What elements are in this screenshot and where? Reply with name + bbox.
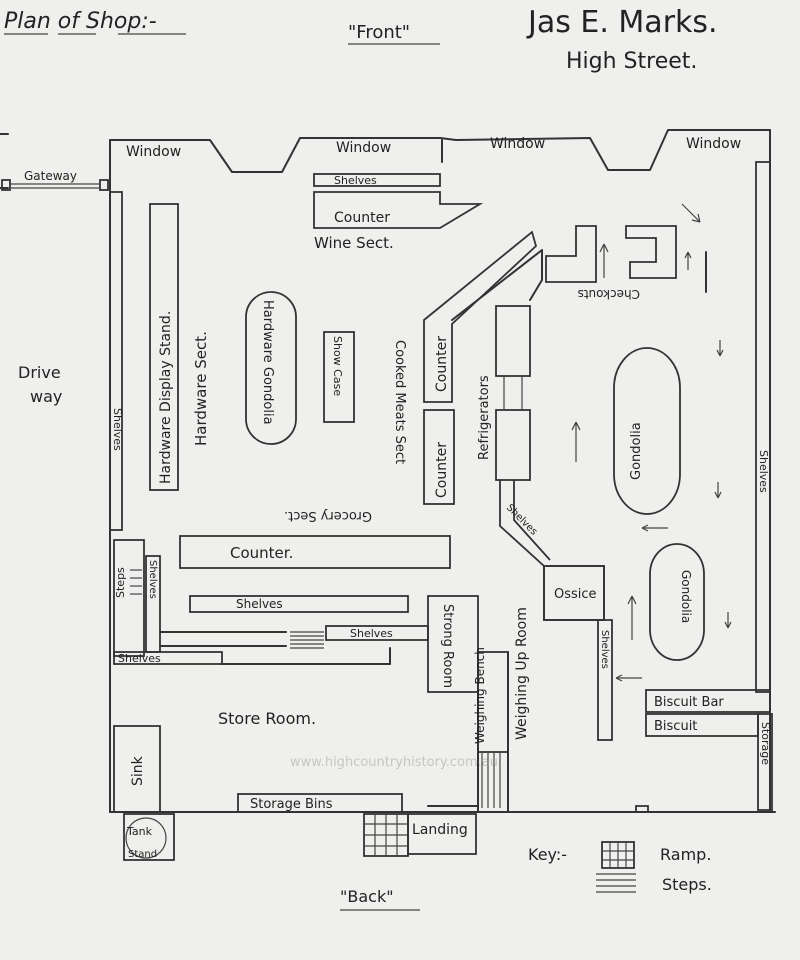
main-counter — [179, 535, 451, 569]
grocery-sect-label: Grocery Sect. — [284, 508, 372, 523]
checkout-1 — [545, 225, 597, 283]
grocery-shelves-label: Shelves — [236, 597, 283, 611]
left-shelves — [109, 191, 123, 531]
checkout-2 — [625, 225, 677, 279]
wine-counter-label: Counter — [334, 210, 390, 226]
office-shelves — [597, 619, 613, 741]
weighing-up-room-label: Weighing Up Room — [514, 607, 530, 740]
wine-shelves-label: Shelves — [334, 174, 377, 187]
cooked-meats-sect-label: Cooked Meats Sect — [392, 340, 407, 464]
hardware-display-stand — [149, 203, 179, 491]
right-shelves-label: Shelves — [757, 450, 770, 493]
show-case-label: Show Case — [331, 336, 344, 396]
window-label-4: Window — [686, 136, 741, 152]
key-title: Key:- — [528, 845, 567, 864]
owner-name: Jas E. Marks. — [526, 5, 718, 40]
office — [543, 565, 605, 621]
driveway-label-1: Drive — [18, 363, 61, 382]
front-wall — [109, 129, 771, 173]
gate-post-left — [1, 179, 11, 191]
plan-title: Plan of Shop:- — [4, 9, 157, 34]
steps-key-icon — [596, 873, 636, 893]
tank-stand — [123, 813, 175, 861]
driveway-label-2: way — [30, 387, 62, 406]
gondolia-small — [649, 543, 705, 661]
strong-room — [427, 595, 479, 693]
wine-counter — [313, 191, 484, 229]
rear-door-post — [635, 805, 649, 813]
right-shelves — [755, 161, 771, 693]
stand-label: Stand — [128, 849, 157, 860]
gondolia-large — [613, 347, 681, 515]
strong-room-label: Strong Room — [440, 604, 455, 688]
hardware-gondolia-label: Hardware Gondolia — [260, 300, 275, 425]
refrigerator-2 — [495, 409, 531, 481]
west-shelves-label: Shelves — [147, 560, 158, 599]
key-steps-label: Steps. — [662, 875, 712, 894]
weighing-steps — [481, 752, 501, 808]
store-shelves-label: Shelves — [350, 627, 393, 640]
steps-stairs — [130, 569, 142, 595]
landing-label: Landing — [412, 822, 468, 838]
sink-label: Sink — [130, 755, 146, 786]
hardware-gondolia — [245, 291, 297, 445]
biscuit-bar — [645, 689, 771, 713]
key-ramp-label: Ramp. — [660, 845, 711, 864]
steps-block — [113, 539, 145, 657]
refrigerators-label: Refrigerators — [477, 375, 492, 460]
refrigerator-1 — [495, 305, 531, 377]
store-room-label: Store Room. — [218, 709, 316, 728]
storage-bins — [237, 793, 403, 813]
storage-label: Storage — [759, 722, 772, 765]
window-label-1: Window — [126, 144, 181, 160]
counter-label-upper: Counter — [434, 336, 450, 392]
refrigerator-angle — [451, 249, 543, 321]
wine-sect-label: Wine Sect. — [314, 234, 394, 252]
main-counter-label: Counter. — [230, 544, 293, 562]
office-shelves-label: Shelves — [599, 630, 610, 669]
hardware-display-stand-label: Hardware Display Stand. — [158, 311, 174, 484]
office-passage-shelves-label: Shelves — [504, 502, 539, 537]
counter-label-lower: Counter — [434, 442, 450, 498]
gate-post-right — [99, 179, 109, 191]
office-passage-inner — [513, 480, 551, 561]
biscuit-bar-label: Biscuit Bar — [654, 695, 724, 710]
store-top-shelves-label: Shelves — [118, 652, 161, 665]
lower-counter — [423, 409, 455, 505]
sink — [113, 725, 161, 813]
gondolia-large-label: Gondolia — [629, 422, 644, 480]
watermark: www.highcountryhistory.com.au — [290, 755, 498, 770]
store-top-shelves — [113, 651, 223, 665]
ramp-key-icon — [601, 841, 635, 869]
biscuit-label: Biscuit — [654, 719, 697, 734]
storage-bins-label: Storage Bins — [250, 797, 333, 812]
front-label: "Front" — [348, 22, 410, 43]
back-label: "Back" — [340, 887, 394, 906]
steps-label: Steps — [114, 567, 127, 598]
tank-label: Tank — [126, 825, 153, 838]
ramp-stairs — [290, 631, 324, 649]
grocery-shelves — [189, 595, 409, 613]
arrow-icon — [571, 203, 732, 682]
ramp-grid-icon — [363, 813, 409, 857]
gateway-label: Gateway — [24, 169, 77, 183]
tank — [125, 817, 167, 859]
weighing-bench-label: Weighing Bench — [473, 647, 487, 744]
storage — [757, 713, 773, 811]
window-label-2: Window — [336, 140, 391, 156]
wine-shelves — [313, 173, 441, 187]
show-case — [323, 331, 355, 423]
gondolia-small-label: Gondolia — [679, 570, 693, 623]
window-label-3: Window — [490, 136, 545, 152]
checkouts-label: Checkouts — [578, 287, 640, 301]
left-shelves-label: Shelves — [111, 408, 124, 451]
landing — [407, 813, 477, 855]
diagonal-counter — [423, 230, 538, 403]
street-name: High Street. — [566, 49, 697, 74]
hardware-sect-label: Hardware Sect. — [192, 331, 210, 446]
office-label: Ossice — [554, 587, 597, 602]
